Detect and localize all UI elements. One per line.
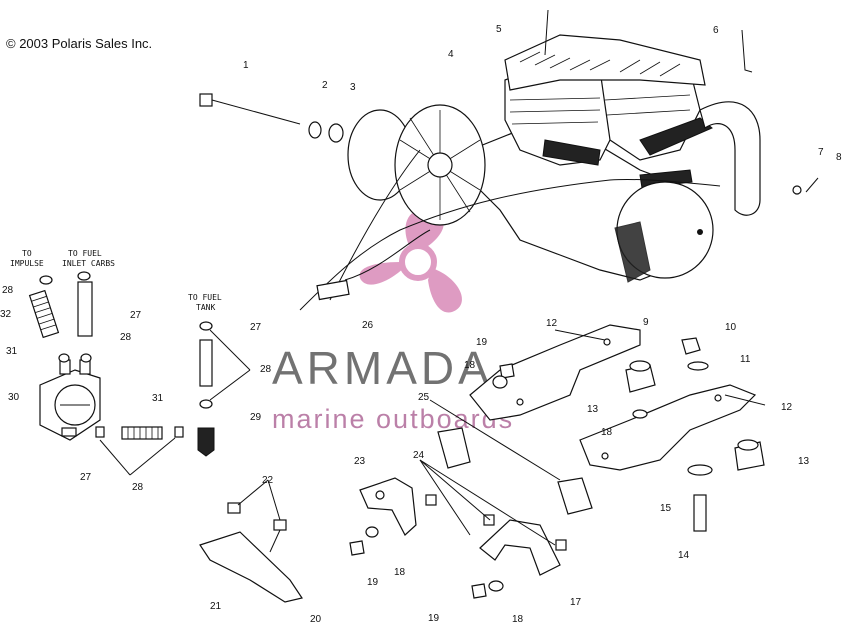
callout-29: 29	[250, 412, 262, 423]
armada-watermark: ARMADA marine outboards	[272, 209, 514, 434]
note-to-fuel-inlet-line1: TO FUEL	[68, 249, 102, 258]
callout-21: 21	[210, 601, 222, 612]
engine-mounts	[199, 324, 766, 603]
fuel-pump-assembly	[28, 271, 251, 476]
callout-12-upper: 12	[546, 318, 558, 329]
callout-18-b: 18	[601, 427, 613, 438]
callout-28-b: 28	[120, 332, 132, 343]
callout-8: 8	[836, 152, 842, 163]
callout-15: 15	[660, 503, 672, 514]
callout-9: 9	[643, 317, 649, 328]
callout-18-d: 18	[512, 614, 524, 624]
callout-30: 30	[8, 392, 20, 403]
routing-notes: TO IMPULSE TO FUEL INLET CARBS TO FUEL T…	[10, 249, 222, 312]
callout-19-c: 19	[428, 613, 440, 624]
note-to-fuel-tank-line1: TO FUEL	[188, 293, 222, 302]
callout-7: 7	[818, 147, 824, 158]
callout-19-a: 19	[476, 337, 488, 348]
callout-1: 1	[243, 60, 249, 71]
callout-26: 26	[362, 320, 374, 331]
callout-2: 2	[322, 80, 328, 91]
note-to-fuel-tank-line2: TANK	[196, 303, 215, 312]
callout-23: 23	[354, 456, 366, 467]
callout-32: 32	[0, 309, 12, 320]
callout-17: 17	[570, 597, 582, 608]
callout-10: 10	[725, 322, 737, 333]
callout-24: 24	[413, 450, 425, 461]
callout-6: 6	[713, 25, 719, 36]
note-to-impulse-line2: IMPULSE	[10, 259, 44, 268]
engine-assembly	[199, 9, 819, 311]
callout-31-b: 31	[152, 393, 164, 404]
callout-13-upper: 13	[587, 404, 599, 415]
callout-31-a: 31	[6, 346, 18, 357]
callout-28-a: 28	[2, 285, 14, 296]
callout-13-lower: 13	[798, 456, 810, 467]
watermark-brand: ARMADA	[272, 342, 493, 394]
callout-25: 25	[418, 392, 430, 403]
callout-28-d: 28	[132, 482, 144, 493]
note-to-impulse-line1: TO	[22, 249, 32, 258]
spring-31	[121, 426, 163, 440]
callout-5: 5	[496, 24, 502, 35]
callout-28-c: 28	[260, 364, 272, 375]
callout-18-a: 18	[464, 360, 476, 371]
callout-11: 11	[740, 354, 751, 365]
callout-20: 20	[310, 614, 322, 624]
watermark-tagline: marine outboards	[272, 404, 514, 434]
callout-14: 14	[678, 550, 690, 561]
callout-27-c: 27	[80, 472, 92, 483]
callout-22: 22	[262, 475, 274, 486]
callout-18-c: 18	[394, 567, 406, 578]
callout-4: 4	[448, 49, 454, 60]
callout-3: 3	[350, 82, 356, 93]
callout-27-a: 27	[130, 310, 142, 321]
callout-19-b: 19	[367, 577, 379, 588]
callout-27-b: 27	[250, 322, 262, 333]
callout-12-lower: 12	[781, 402, 793, 413]
callout-labels: 1 2 3 4 5 6 7 8 9 10 11 12 12 13 13 14 1…	[0, 24, 842, 625]
spring-32	[28, 289, 60, 339]
note-to-fuel-inlet-line2: INLET CARBS	[62, 259, 115, 268]
copyright-notice: © 2003 Polaris Sales Inc.	[6, 36, 153, 51]
